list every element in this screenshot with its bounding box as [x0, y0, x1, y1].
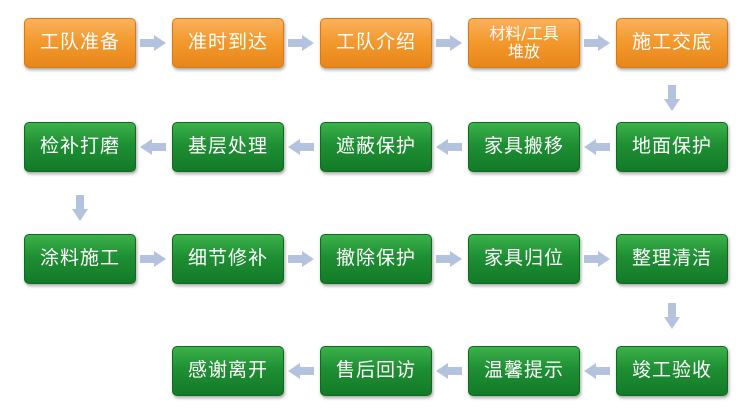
arrow-right-icon [584, 35, 610, 51]
step-remove-protection: 撤除保护 [320, 234, 432, 284]
arrow-left-icon [288, 139, 314, 155]
arrow-left-icon [436, 139, 462, 155]
arrow-right-icon [436, 35, 462, 51]
step-furniture-moving: 家具搬移 [468, 122, 580, 172]
step-team-preparation: 工队准备 [24, 18, 136, 68]
step-label: 工队准备 [39, 31, 120, 54]
arrow-left-icon [288, 363, 314, 379]
step-label: 家具归位 [483, 247, 564, 270]
step-label: 施工交底 [631, 31, 712, 54]
step-label: 地面保护 [631, 135, 712, 158]
arrow-right-icon [436, 251, 462, 267]
arrow-left-icon [584, 139, 610, 155]
arrow-left-icon [436, 363, 462, 379]
step-label: 竣工验收 [631, 359, 712, 382]
step-label: 撤除保护 [335, 247, 416, 270]
step-label: 感谢离开 [187, 359, 268, 382]
step-base-treatment: 基层处理 [172, 122, 284, 172]
arrow-left-icon [140, 139, 166, 155]
arrow-down-icon [72, 195, 88, 221]
step-label: 检补打磨 [39, 135, 120, 158]
step-label: 遮蔽保护 [335, 135, 416, 158]
arrow-down-icon [664, 85, 680, 111]
step-label: 温馨提示 [483, 359, 564, 382]
arrow-right-icon [140, 35, 166, 51]
step-label: 家具搬移 [483, 135, 564, 158]
step-furniture-return: 家具归位 [468, 234, 580, 284]
step-cleanup: 整理清洁 [616, 234, 728, 284]
step-masking-protection: 遮蔽保护 [320, 122, 432, 172]
arrow-right-icon [288, 35, 314, 51]
arrow-down-icon [664, 303, 680, 329]
step-friendly-reminder: 温馨提示 [468, 346, 580, 396]
step-label: 工队介绍 [335, 31, 416, 54]
step-label: 整理清洁 [631, 247, 712, 270]
step-after-sales-visit: 售后回访 [320, 346, 432, 396]
arrow-right-icon [140, 251, 166, 267]
step-materials-tools-storage: 材料/工具 堆放 [468, 18, 580, 68]
step-label: 细节修补 [187, 247, 268, 270]
arrow-right-icon [288, 251, 314, 267]
step-paint-application: 涂料施工 [24, 234, 136, 284]
step-label: 准时到达 [187, 31, 268, 54]
arrow-right-icon [584, 251, 610, 267]
step-label: 涂料施工 [39, 247, 120, 270]
step-team-introduction: 工队介绍 [320, 18, 432, 68]
step-label: 基层处理 [187, 135, 268, 158]
step-label: 材料/工具 堆放 [489, 23, 559, 61]
step-construction-briefing: 施工交底 [616, 18, 728, 68]
step-label: 售后回访 [335, 359, 416, 382]
step-floor-protection: 地面保护 [616, 122, 728, 172]
step-detail-repair: 细节修补 [172, 234, 284, 284]
step-on-time-arrival: 准时到达 [172, 18, 284, 68]
step-thanks-departure: 感谢离开 [172, 346, 284, 396]
step-patch-sanding: 检补打磨 [24, 122, 136, 172]
step-completion-acceptance: 竣工验收 [616, 346, 728, 396]
arrow-left-icon [584, 363, 610, 379]
